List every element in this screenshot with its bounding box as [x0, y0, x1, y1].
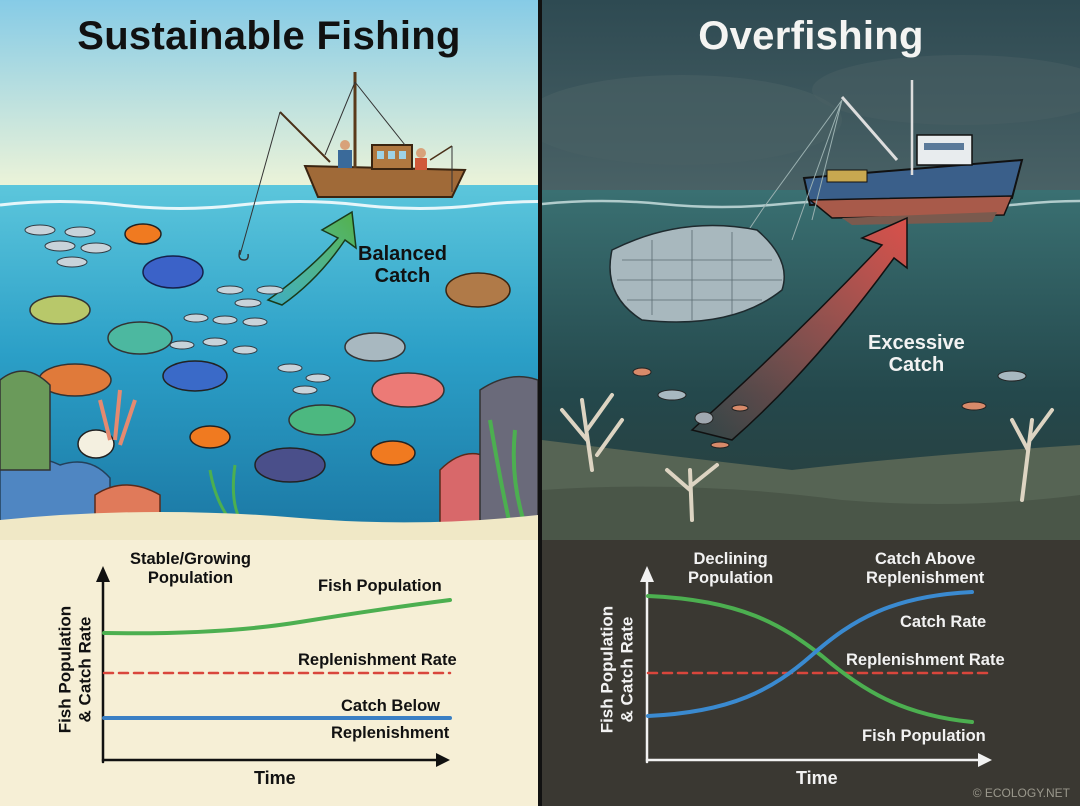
balanced-catch-label: Balanced Catch — [358, 243, 447, 287]
stable-growing-annotation: Stable/Growing Population — [130, 550, 252, 587]
catch-above-annotation: Catch Above Replenishment — [866, 550, 985, 587]
grouper-icon — [445, 272, 511, 308]
balanced-catch-arrow-icon — [266, 210, 357, 306]
trawler-ship-icon — [802, 80, 1024, 225]
overfishing-title: Overfishing — [698, 14, 924, 58]
overfishing-chart — [640, 566, 994, 767]
fish-population-label: Fish Population — [318, 577, 442, 595]
sustainable-fishing-panel: Sustainable Fishing Balanced Catch Stabl… — [0, 0, 538, 806]
overfishing-illustration — [542, 0, 1080, 806]
replenishment-label: Replenishment — [331, 724, 450, 742]
clownfish-icon — [124, 223, 162, 245]
x-axis-label: Time — [254, 768, 296, 788]
sustainable-chart — [96, 566, 452, 767]
dead-coral-icon — [560, 393, 1054, 522]
copyright-notice: © ECOLOGY.NET — [972, 786, 1070, 800]
sustainable-fishing-title: Sustainable Fishing — [77, 14, 461, 58]
excessive-catch-arrow-icon — [690, 216, 908, 441]
fish-in-net-icon — [609, 224, 785, 323]
excessive-catch-label: Excessive Catch — [868, 332, 965, 376]
catch-below-label: Catch Below — [341, 697, 441, 715]
panel-divider — [538, 0, 542, 806]
x-axis-label: Time — [796, 768, 838, 788]
blue-tang-icon — [142, 255, 204, 289]
declining-population-annotation: Declining Population — [688, 550, 774, 587]
overfishing-panel: Overfishing Excessive Catch Declining Po… — [542, 0, 1080, 806]
replenishment-rate-label: Replenishment Rate — [298, 651, 457, 669]
y-axis-label: Fish Population & Catch Rate — [55, 605, 94, 734]
catch-rate-label: Catch Rate — [900, 613, 987, 631]
y-axis-label: Fish Population & Catch Rate — [597, 605, 636, 734]
replenishment-rate-label: Replenishment Rate — [846, 651, 1005, 669]
wooden-boat-icon — [238, 72, 467, 261]
fish-population-label: Fish Population — [862, 727, 986, 745]
sustainable-illustration — [0, 0, 538, 806]
